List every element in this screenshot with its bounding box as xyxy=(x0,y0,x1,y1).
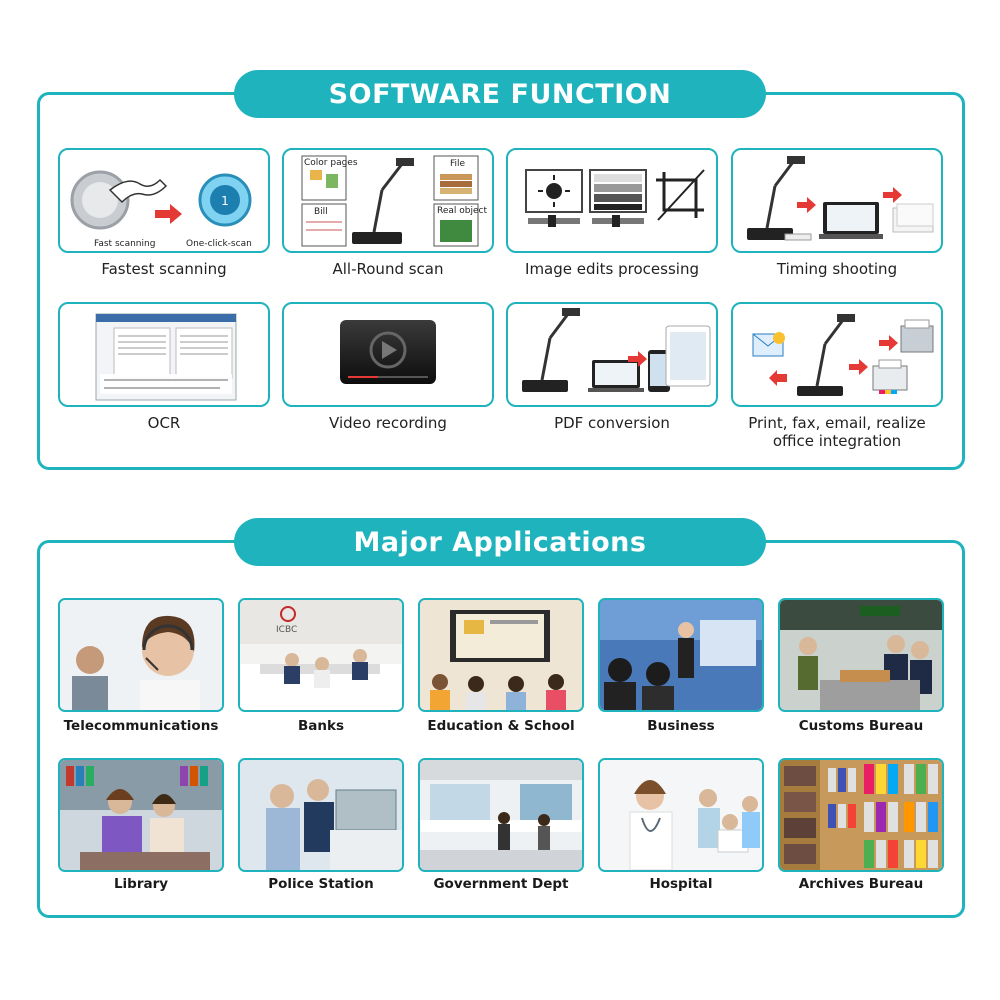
color-pages-tag: Color pages xyxy=(304,158,358,168)
banks-label: Banks xyxy=(297,718,345,734)
file-tag: File xyxy=(450,159,466,169)
major-applications-title: Major Applications xyxy=(234,518,766,566)
telecommunications-photo xyxy=(58,598,224,712)
real-object-tag: Real object xyxy=(437,206,487,216)
ocr-card xyxy=(58,302,270,407)
office-integration-label: Print, fax, email, realize office integr… xyxy=(731,414,943,450)
fastest-scanning-label: Fastest scanning xyxy=(101,260,227,278)
business-label: Business xyxy=(647,718,715,734)
timing-shooting-label: Timing shooting xyxy=(776,260,898,278)
library-photo xyxy=(58,758,224,872)
image-edits-card xyxy=(506,148,718,253)
fastest-scanning-card: 1 Fast scanning One-click-scan xyxy=(58,148,270,253)
one-click-scan-caption: One-click-scan xyxy=(186,239,252,249)
office-integration-label-line1: Print, fax, email, realize xyxy=(748,414,926,432)
bank-sign: ICBC xyxy=(276,625,297,635)
svg-text:1: 1 xyxy=(221,194,229,208)
pdf-conversion-card xyxy=(506,302,718,407)
hospital-label: Hospital xyxy=(649,876,713,892)
fast-scanning-caption: Fast scanning xyxy=(94,239,155,249)
business-photo xyxy=(598,598,764,712)
software-function-title: SOFTWARE FUNCTION xyxy=(234,70,766,118)
image-edits-label: Image edits processing xyxy=(525,260,699,278)
pdf-conversion-label: PDF conversion xyxy=(554,414,670,432)
library-label: Library xyxy=(113,876,169,892)
video-recording-label: Video recording xyxy=(329,414,447,432)
police-station-label: Police Station xyxy=(268,876,374,892)
hospital-photo xyxy=(598,758,764,872)
all-round-scan-label: All-Round scan xyxy=(332,260,444,278)
timing-shooting-card xyxy=(731,148,943,253)
archives-bureau-photo xyxy=(778,758,944,872)
video-recording-card xyxy=(282,302,494,407)
banks-photo: ICBC xyxy=(238,598,404,712)
bill-tag: Bill xyxy=(314,207,328,217)
customs-bureau-label: Customs Bureau xyxy=(798,718,924,734)
ocr-label: OCR xyxy=(147,414,181,432)
archives-bureau-label: Archives Bureau xyxy=(798,876,924,892)
all-round-scan-card: Color pages Bill File Real object xyxy=(282,148,494,253)
customs-bureau-photo xyxy=(778,598,944,712)
education-school-label: Education & School xyxy=(427,718,575,734)
telecommunications-label: Telecommunications xyxy=(63,718,219,734)
education-school-photo xyxy=(418,598,584,712)
office-integration-label-line2: office integration xyxy=(772,432,902,450)
government-dept-label: Government Dept xyxy=(433,876,569,892)
government-dept-photo xyxy=(418,758,584,872)
police-station-photo xyxy=(238,758,404,872)
office-integration-card xyxy=(731,302,943,407)
